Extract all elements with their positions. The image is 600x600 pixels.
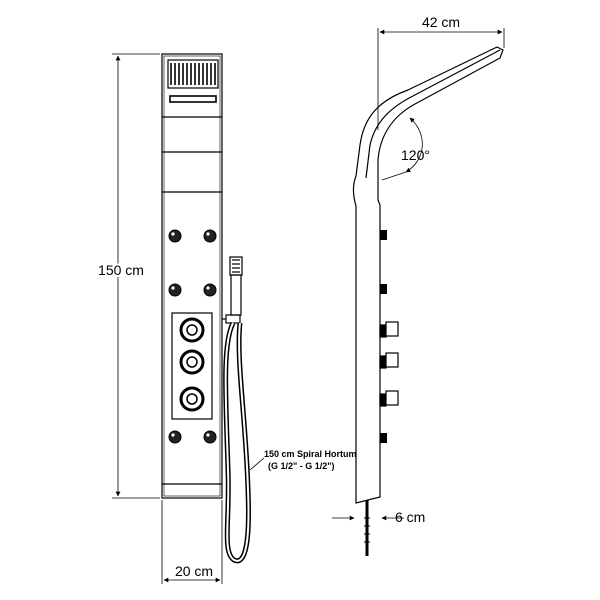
- side-jet: [380, 284, 387, 294]
- hose-label-line2: (G 1/2" - G 1/2"): [268, 461, 335, 471]
- side-knob: [379, 390, 399, 407]
- hand-shower: [222, 256, 243, 324]
- height-dimension: [112, 53, 160, 499]
- height-label: 150 cm: [98, 262, 144, 278]
- side-jet: [380, 433, 387, 443]
- control-knob: [179, 386, 205, 412]
- angle-arc: [405, 117, 423, 173]
- front-width-dimension: [161, 500, 223, 584]
- rain-shower-grille: [167, 59, 219, 89]
- panel-front-outline: [161, 53, 223, 499]
- body-jet: [168, 283, 182, 297]
- angle-label: 120°: [401, 147, 430, 163]
- side-hose: [364, 500, 370, 556]
- control-plate: [171, 312, 213, 420]
- control-knob: [179, 349, 205, 375]
- side-view: [352, 46, 504, 504]
- hose-callout-leader: [249, 457, 265, 471]
- body-jet: [203, 430, 217, 444]
- control-knobs: [179, 317, 205, 412]
- arm-length-dimension: [377, 28, 505, 130]
- front-view: [161, 53, 223, 499]
- side-jet: [380, 230, 387, 240]
- grille-lines: [170, 63, 216, 85]
- waterfall-spout: [169, 95, 217, 103]
- side-knobs: [379, 321, 399, 407]
- arm-detail-line: [365, 49, 501, 179]
- side-knob: [379, 352, 399, 369]
- arm-length-label: 42 cm: [422, 14, 460, 30]
- side-knob: [379, 321, 399, 338]
- hose-label-line1: 150 cm Spiral Hortum: [264, 449, 357, 459]
- body-jet: [168, 430, 182, 444]
- front-width-label: 20 cm: [175, 563, 213, 579]
- body-jet: [203, 283, 217, 297]
- depth-label: 6 cm: [395, 509, 425, 525]
- body-jet: [168, 229, 182, 243]
- panel-inner-outline: [163, 55, 221, 497]
- body-jet: [203, 229, 217, 243]
- panel-side-outline: [352, 46, 504, 504]
- control-knob: [179, 317, 205, 343]
- side-fittings: [380, 230, 387, 443]
